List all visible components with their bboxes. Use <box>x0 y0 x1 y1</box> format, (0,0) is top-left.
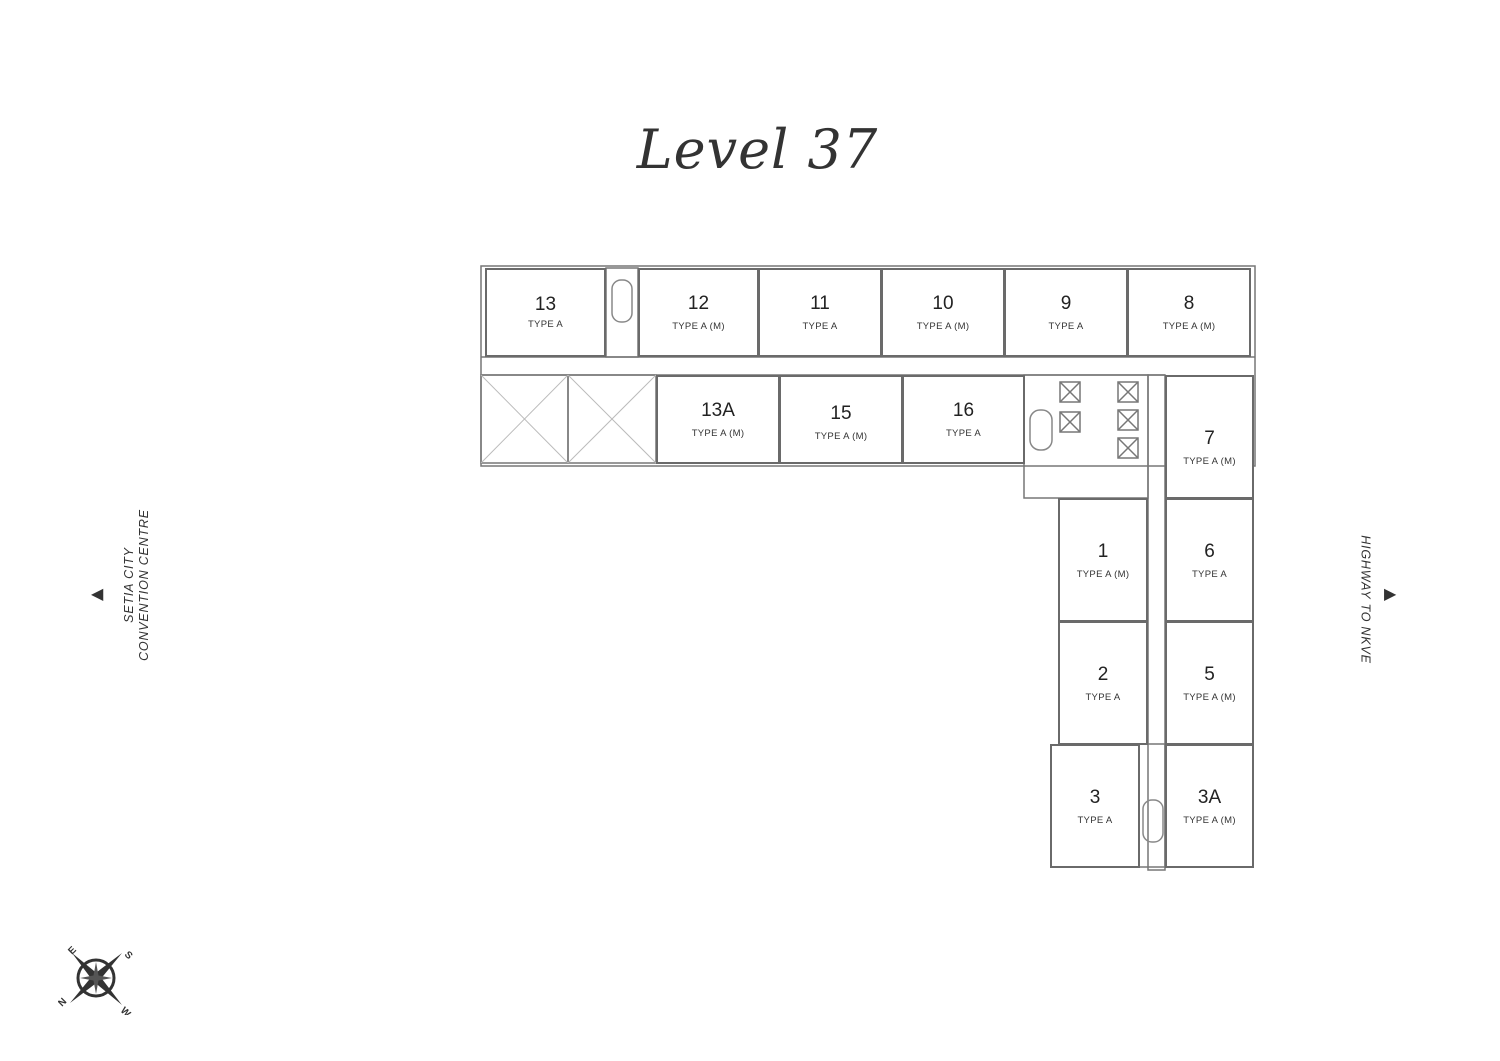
unit-type: TYPE A <box>802 321 838 332</box>
arrow-right-icon: ▶ <box>1384 586 1397 603</box>
unit-type: TYPE A <box>1085 691 1121 703</box>
unit-type: TYPE A (M) <box>1076 568 1130 580</box>
unit-type: TYPE A <box>945 428 982 439</box>
compass-e: E <box>66 945 79 957</box>
unit-8[interactable]: 8 TYPE A (M) <box>1127 268 1251 357</box>
unit-number: 10 <box>932 293 954 314</box>
direction-left: SETIA CITY CONVENTION CENTRE <box>122 500 152 670</box>
unit-type: TYPE A (M) <box>691 428 745 439</box>
unit-number: 3 <box>1089 786 1101 808</box>
unit-number: 11 <box>810 293 830 314</box>
unit-6[interactable]: 6 TYPE A <box>1165 498 1254 622</box>
compass-n: N <box>58 996 69 1009</box>
unit-5[interactable]: 5 TYPE A (M) <box>1165 621 1254 745</box>
direction-left-line2: CONVENTION CENTRE <box>137 509 151 661</box>
unit-type: TYPE A <box>1191 568 1228 580</box>
unit-type: TYPE A (M) <box>1183 455 1236 467</box>
unit-number: 3A <box>1197 786 1222 808</box>
unit-12[interactable]: 12 TYPE A (M) <box>638 268 759 357</box>
staircase-north <box>605 267 639 358</box>
unit-number: 13A <box>701 400 735 421</box>
unit-number: 13 <box>534 294 557 315</box>
unit-9[interactable]: 9 TYPE A <box>1004 268 1128 357</box>
unit-number: 12 <box>687 293 710 314</box>
page-title: Level 37 <box>636 118 879 181</box>
unit-number: 9 <box>1060 293 1072 314</box>
compass-w: W <box>118 1005 133 1015</box>
unit-type: TYPE A (M) <box>916 321 970 332</box>
unit-number: 15 <box>830 403 852 424</box>
direction-left-line1: SETIA CITY <box>122 547 136 623</box>
unit-number: 1 <box>1097 540 1109 562</box>
direction-right: HIGHWAY TO NKVE <box>1358 535 1373 664</box>
unit-type: TYPE A (M) <box>814 431 868 442</box>
unit-3[interactable]: 3 TYPE A <box>1050 744 1140 868</box>
unit-number: 8 <box>1183 293 1195 314</box>
compass-rose-icon: E S N W <box>58 945 135 1015</box>
unit-type: TYPE A (M) <box>1183 691 1236 703</box>
unit-16[interactable]: 16 TYPE A <box>902 375 1025 464</box>
unit-2[interactable]: 2 TYPE A <box>1058 621 1148 745</box>
tower-outline <box>480 265 1256 467</box>
unit-13A[interactable]: 13A TYPE A (M) <box>656 375 780 464</box>
unit-type: TYPE A (M) <box>1183 814 1236 826</box>
arrow-left-icon: ◀ <box>91 586 104 603</box>
unit-7[interactable]: 7 TYPE A (M) <box>1165 375 1254 499</box>
compass-s: S <box>122 949 135 962</box>
unit-type: TYPE A <box>1077 814 1113 826</box>
unit-type: TYPE A (M) <box>672 321 725 332</box>
unit-number: 16 <box>952 400 975 421</box>
unit-type: TYPE A <box>527 319 564 330</box>
unit-number: 2 <box>1097 663 1109 685</box>
unit-type: TYPE A (M) <box>1162 321 1216 332</box>
unit-type: TYPE A <box>1048 321 1084 332</box>
unit-1[interactable]: 1 TYPE A (M) <box>1058 498 1148 622</box>
unit-15[interactable]: 15 TYPE A (M) <box>779 375 903 464</box>
lift-icon <box>1059 381 1139 459</box>
unit-10[interactable]: 10 TYPE A (M) <box>881 268 1005 357</box>
unit-number: 5 <box>1204 663 1215 685</box>
unit-number: 7 <box>1204 427 1215 449</box>
unit-11[interactable]: 11 TYPE A <box>758 268 882 357</box>
corridor-vertical <box>1147 374 1166 871</box>
unit-number: 6 <box>1204 540 1215 562</box>
unit-3A[interactable]: 3A TYPE A (M) <box>1165 744 1254 868</box>
stairs-icon <box>611 279 1164 843</box>
unit-13[interactable]: 13 TYPE A <box>485 268 606 357</box>
